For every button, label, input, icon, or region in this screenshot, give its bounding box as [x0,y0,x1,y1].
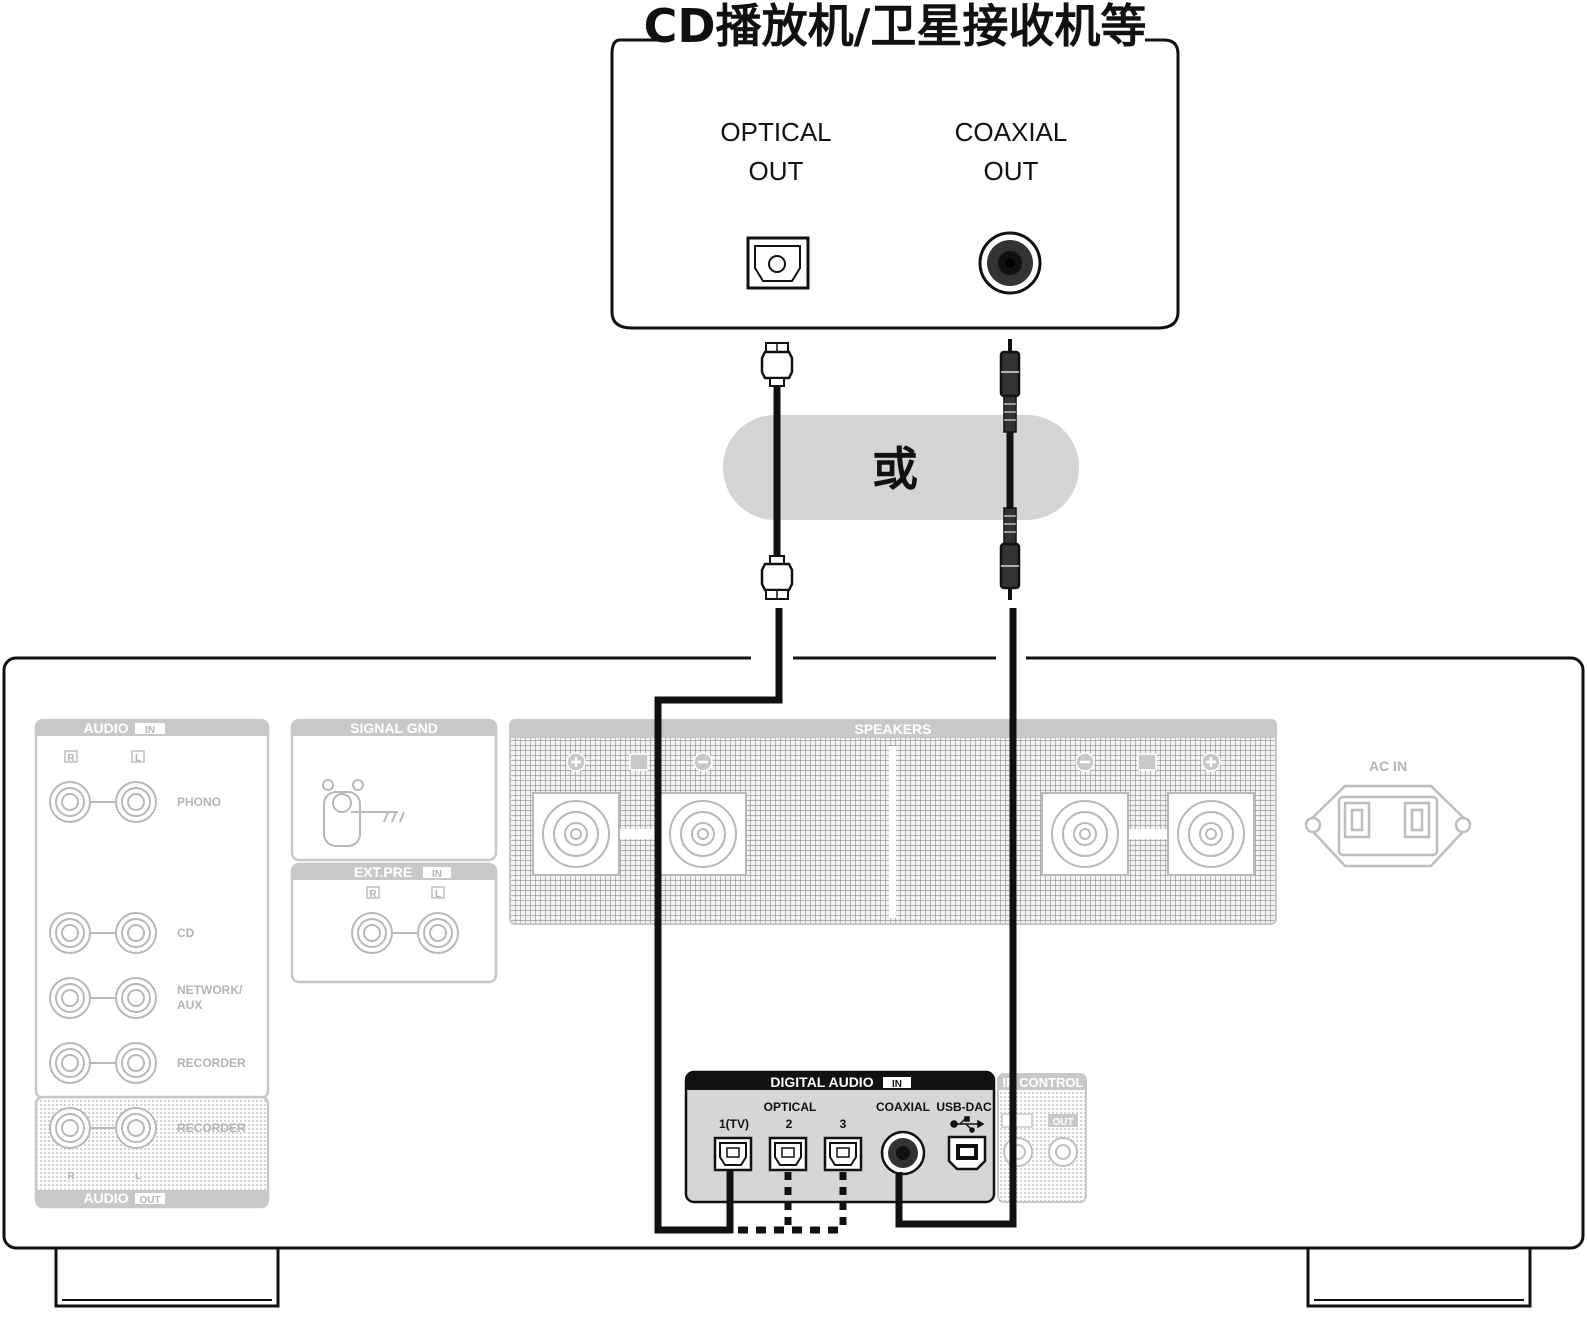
ext-pre-panel: EXT.PRE IN R L [290,862,498,984]
cd-jacks [49,912,157,954]
speakers-header: SPEAKERS [854,721,931,737]
optical-in-port3-icon [823,1136,863,1172]
audio-in-channel-l: L [135,753,141,764]
ir-control-header: IR CONTROL [1003,1075,1084,1090]
ir-out-label: OUT [1052,1117,1073,1128]
right-foot [1306,1246,1532,1308]
network-label-line2: AUX [177,998,202,1012]
network-aux-jacks [49,977,157,1019]
ac-inlet-icon [1304,784,1472,868]
usb-icon [950,1116,985,1133]
cd-label: CD [177,926,195,940]
source-device: CD播放机/卫星接收机等 OPTICAL OUT COAXIAL OUT [610,0,1180,330]
audio-out-panel: RECORDER R L AUDIO OUT [34,1095,270,1209]
audio-in-header: AUDIO [83,720,128,736]
ext-pre-channel-l: L [435,889,441,900]
recorder-out-jacks [49,1107,157,1149]
optical-out-jack-icon [746,236,810,290]
audio-in-panel: AUDIO IN R L PHONO CD [34,718,270,1100]
optical-port2-label: 2 [786,1117,793,1131]
optical-in-port1-icon [713,1136,753,1172]
optical-cable [654,342,847,1234]
phono-label: PHONO [177,795,221,809]
audio-in-channel-r: R [67,753,75,764]
audio-in-badge: IN [145,725,155,736]
ground-terminal-icon [322,779,405,847]
speaker-terminals [532,792,1255,876]
network-label-line1: NETWORK/ [177,983,243,997]
optical-port3-label: 3 [840,1117,847,1131]
left-foot [54,1246,280,1308]
signal-gnd-header: SIGNAL GND [350,720,438,736]
speakers-panel: SPEAKERS [509,719,1277,925]
optical-out-label-line1: OPTICAL [720,117,831,147]
digital-audio-in-panel: DIGITAL AUDIO IN OPTICAL 1(TV) 2 3 COAXI… [684,1070,996,1204]
usb-dac-port-icon [947,1135,987,1171]
source-device-title: CD播放机/卫星接收机等 [644,0,1147,53]
rear-panel: AUDIO IN R L PHONO CD [2,656,1585,1308]
recorder-in-jacks [49,1042,157,1084]
optical-port1-label: 1(TV) [719,1117,749,1131]
coaxial-out-label-line1: COAXIAL [955,117,1068,147]
audio-out-header: AUDIO [83,1190,128,1206]
optical-in-port2-icon [768,1136,808,1172]
speaker-r-mark [629,753,649,771]
speaker-l-mark [1137,753,1157,771]
usb-dac-label: USB-DAC [936,1100,992,1114]
audio-out-channel-r: R [67,1171,75,1182]
audio-out-badge: OUT [139,1195,160,1206]
recorder-out-label: RECORDER [177,1121,246,1135]
coaxial-cable [895,339,1026,1228]
or-label: 或 [872,442,918,496]
coaxial-in-jack-icon [880,1130,926,1176]
phono-jacks [49,781,157,823]
recorder-in-label: RECORDER [177,1056,246,1070]
ac-in-label: AC IN [1369,758,1407,774]
ext-pre-badge: IN [432,869,442,880]
optical-group-label: OPTICAL [764,1100,817,1114]
or-bubble [723,415,1079,520]
digital-audio-header: DIGITAL AUDIO [770,1074,873,1090]
optical-out-label-line2: OUT [749,156,804,186]
coaxial-out-label-line2: OUT [984,156,1039,186]
digital-audio-badge: IN [892,1079,902,1090]
ext-pre-channel-r: R [369,889,377,900]
ac-in-panel: AC IN [1304,758,1472,868]
coaxial-in-label: COAXIAL [876,1100,930,1114]
signal-gnd-panel: SIGNAL GND [290,718,498,862]
coaxial-out-jack-icon [978,231,1042,295]
ext-pre-header: EXT.PRE [354,864,412,880]
ext-pre-jacks [351,912,459,954]
audio-out-channel-l: L [135,1171,141,1182]
